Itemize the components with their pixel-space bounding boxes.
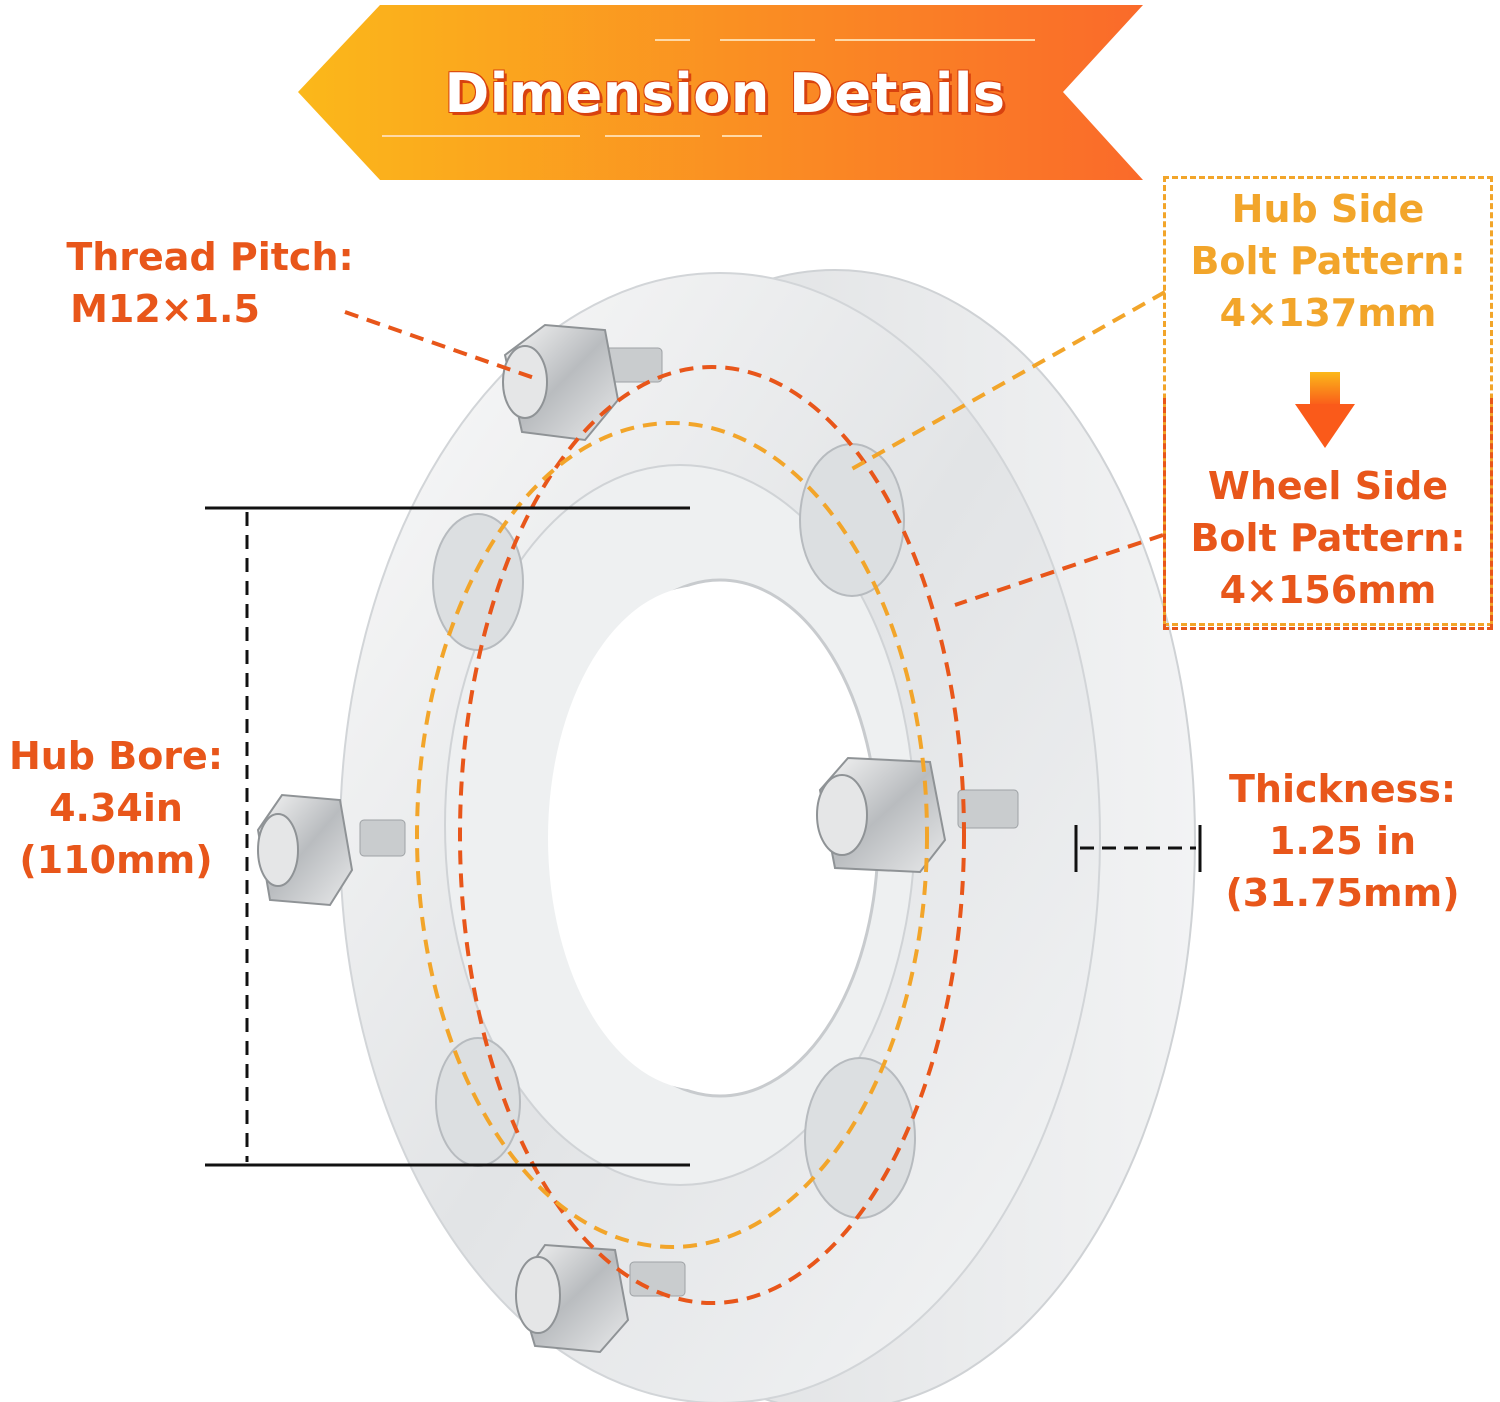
hub-side-value: 4×137mm bbox=[1219, 291, 1437, 335]
hub-bore-label: Hub Bore: 4.34in (110mm) bbox=[0, 737, 232, 879]
bolt-pattern-box-lower bbox=[1163, 398, 1493, 630]
thickness-value-mm: (31.75mm) bbox=[1225, 871, 1460, 915]
wheel-side-line2: Bolt Pattern: bbox=[1190, 516, 1466, 560]
wheel-studs bbox=[359, 347, 1019, 1297]
thread-pitch-leader bbox=[344, 310, 541, 382]
thickness-value-in: 1.25 in bbox=[1268, 819, 1417, 863]
hub-side-bolt-pattern: Hub Side Bolt Pattern: 4×137mm bbox=[1166, 190, 1490, 332]
wheel-side-line1: Wheel Side bbox=[1207, 464, 1449, 508]
lug-nuts bbox=[256, 323, 947, 1354]
thickness-dimension bbox=[1074, 825, 1202, 872]
hub-bore-value-in: 4.34in bbox=[49, 786, 183, 830]
thread-pitch-title: Thread Pitch: bbox=[66, 235, 354, 279]
hub-side-line1: Hub Side bbox=[1231, 187, 1425, 231]
banner-title: Dimension Details bbox=[444, 62, 1006, 125]
thickness-label: Thickness: 1.25 in (31.75mm) bbox=[1205, 770, 1480, 912]
hub-bore-value-mm: (110mm) bbox=[19, 838, 213, 882]
wheel-side-bolt-pattern: Wheel Side Bolt Pattern: 4×156mm bbox=[1166, 467, 1490, 609]
hub-bore-dimension bbox=[205, 506, 690, 1167]
hub-bore-title: Hub Bore: bbox=[8, 734, 224, 778]
wheel-side-value: 4×156mm bbox=[1219, 568, 1437, 612]
thread-pitch-label: Thread Pitch: M12×1.5 bbox=[60, 238, 360, 328]
thickness-title: Thickness: bbox=[1228, 767, 1457, 811]
title-banner bbox=[298, 5, 1143, 180]
spacer-ring bbox=[339, 269, 1196, 1402]
thread-pitch-value: M12×1.5 bbox=[70, 287, 260, 331]
arrow-down-icon bbox=[1295, 372, 1355, 448]
wheel-side-bolt-circle bbox=[458, 365, 966, 1305]
hub-side-bolt-circle bbox=[415, 421, 929, 1249]
hub-side-line2: Bolt Pattern: bbox=[1190, 239, 1466, 283]
hub-side-leader bbox=[849, 290, 1166, 472]
wheel-side-leader bbox=[954, 533, 1164, 607]
